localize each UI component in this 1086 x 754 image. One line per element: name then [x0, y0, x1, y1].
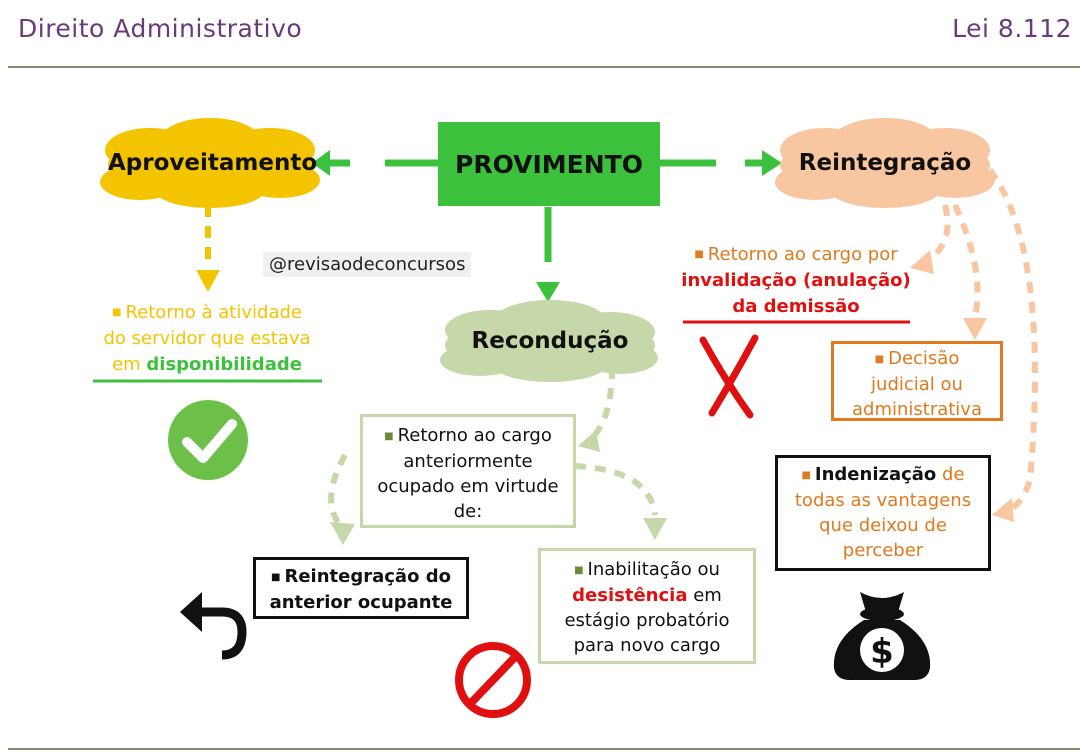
bottom-divider [8, 748, 1080, 750]
arrow-to-reconducao [536, 207, 560, 302]
reconducao-connectors [328, 367, 658, 527]
undo-arrow-icon [180, 592, 247, 660]
watermark: @revisaodeconcursos [263, 252, 472, 277]
arrow-to-aproveitamento [312, 150, 438, 176]
case-inabilitacao-box: ■Inabilitação ou desistência em estágio … [538, 548, 756, 664]
aproveitamento-description: ■Retorno à atividade do servidor que est… [103, 302, 311, 375]
case-reintegracao-box: ■Reintegração do anterior ocupante [253, 557, 469, 619]
aproveitamento-cloud-shape [100, 118, 320, 208]
reconducao-label: Recondução [471, 328, 629, 354]
svg-text:$: $ [870, 632, 894, 672]
check-circle-icon [168, 400, 248, 480]
indenizacao-box: ■Indenização de todas as vantagens que d… [775, 455, 991, 571]
reintegracao-description: ■Retorno ao cargo por invalidação (anula… [681, 244, 911, 317]
top-divider [8, 66, 1080, 68]
reintegracao-label: Reintegração [798, 150, 972, 176]
aproveitamento-label: Aproveitamento [108, 150, 318, 176]
provimento-box: PROVIMENTO [438, 122, 660, 206]
indenizacao-highlight: Indenização [814, 464, 937, 485]
money-bag-icon: $ [833, 592, 931, 680]
header-left-title: Direito Administrativo [18, 14, 303, 43]
arrow-to-reintegracao [660, 150, 782, 176]
reintegracao-cloud-shape [775, 118, 995, 208]
desistencia-highlight: desistência [572, 584, 688, 606]
reconducao-description-box: ■Retorno ao cargo anteriormente ocupado … [360, 414, 576, 528]
decisao-box: ■Decisão judicial ou administrativa [831, 341, 1003, 421]
provimento-label: PROVIMENTO [455, 149, 643, 179]
reintegracao-connectors [923, 168, 1038, 513]
reconducao-cloud-shape [440, 300, 658, 382]
aproveitamento-arrow-down [196, 205, 220, 292]
prohibited-icon [455, 642, 531, 718]
disponibilidade-highlight: disponibilidade [146, 354, 302, 375]
header-right-title: Lei 8.112 [952, 14, 1072, 43]
red-x-icon [699, 334, 759, 419]
